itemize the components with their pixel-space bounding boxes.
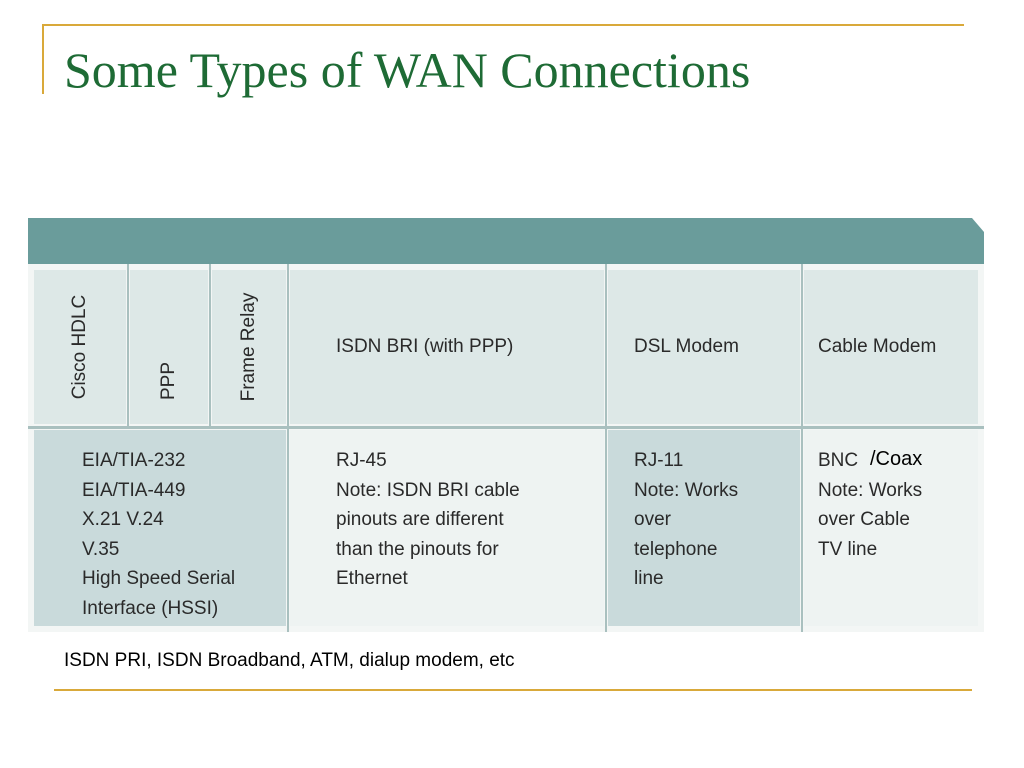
cell-cable-details: BNC Note: Works over Cable TV line [804,430,978,626]
frame-top-line [42,24,964,26]
footnote-other-types: ISDN PRI, ISDN Broadband, ATM, dialup mo… [64,650,515,671]
header-cisco-hdlc: Cisco HDLC [69,294,90,400]
header-cell-cable-modem: Cable Modem [804,270,978,424]
serial-line: EIA/TIA-449 [82,479,186,501]
coax-annotation: /Coax [870,448,923,470]
cable-details-list: BNC Note: Works over Cable TV line [818,446,922,564]
cell-isdn-bri-details: RJ-45 Note: ISDN BRI cable pinouts are d… [290,430,604,626]
header-cell-cisco-hdlc: Cisco HDLC [34,270,126,424]
frame-left-line [42,24,44,94]
isdn-line: RJ-45 [336,450,387,471]
serial-line: V.35 [82,538,120,560]
frame-bottom-line [54,689,972,691]
header-frame-relay: Frame Relay [238,292,259,402]
serial-line: High Speed Serial [82,568,236,589]
isdn-line: pinouts are different [336,509,504,530]
serial-line: Interface (HSSI) [82,597,219,619]
column-divider [287,264,289,632]
dsl-details-list: RJ-11 Note: Works over telephone line [634,446,738,594]
header-ppp: PPP [158,361,179,400]
cable-line: TV line [818,538,878,560]
cable-line: Note: Works [818,479,923,501]
column-divider [209,264,211,426]
table-body: Cisco HDLC PPP Frame Relay ISDN BRI (wit… [28,264,984,632]
dsl-line: over [634,509,671,530]
serial-line: EIA/TIA-232 [82,450,186,471]
header-cell-frame-relay: Frame Relay [212,270,286,424]
header-cell-isdn-bri: ISDN BRI (with PPP) [290,270,604,424]
cell-serial-interfaces: EIA/TIA-232 EIA/TIA-449 X.21 V.24 V.35 H… [34,430,286,626]
table-header-band [28,218,984,264]
isdn-details-list: RJ-45 Note: ISDN BRI cable pinouts are d… [336,446,520,594]
header-isdn-bri: ISDN BRI (with PPP) [336,336,514,357]
cable-line: over Cable [818,509,910,530]
isdn-line: Ethernet [336,568,408,589]
wan-connection-table: Cisco HDLC PPP Frame Relay ISDN BRI (wit… [28,218,984,632]
dsl-line: telephone [634,538,718,560]
serial-interface-list: EIA/TIA-232 EIA/TIA-449 X.21 V.24 V.35 H… [82,446,235,623]
isdn-line: Note: ISDN BRI cable [336,479,520,501]
column-divider [801,264,803,632]
dsl-line: RJ-11 [634,450,684,471]
cable-line: BNC [818,450,859,471]
slide-title: Some Types of WAN Connections [64,42,751,98]
header-cable-modem: Cable Modem [818,336,937,357]
row-divider [28,426,984,429]
dsl-line: line [634,568,664,589]
isdn-line: than the pinouts for [336,538,499,560]
serial-line: X.21 V.24 [82,509,164,530]
column-divider [605,264,607,632]
cell-dsl-details: RJ-11 Note: Works over telephone line [608,430,800,626]
dsl-line: Note: Works [634,479,739,501]
column-divider [127,264,129,426]
header-cell-ppp: PPP [130,270,208,424]
header-cell-dsl-modem: DSL Modem [608,270,800,424]
header-dsl-modem: DSL Modem [634,336,739,357]
